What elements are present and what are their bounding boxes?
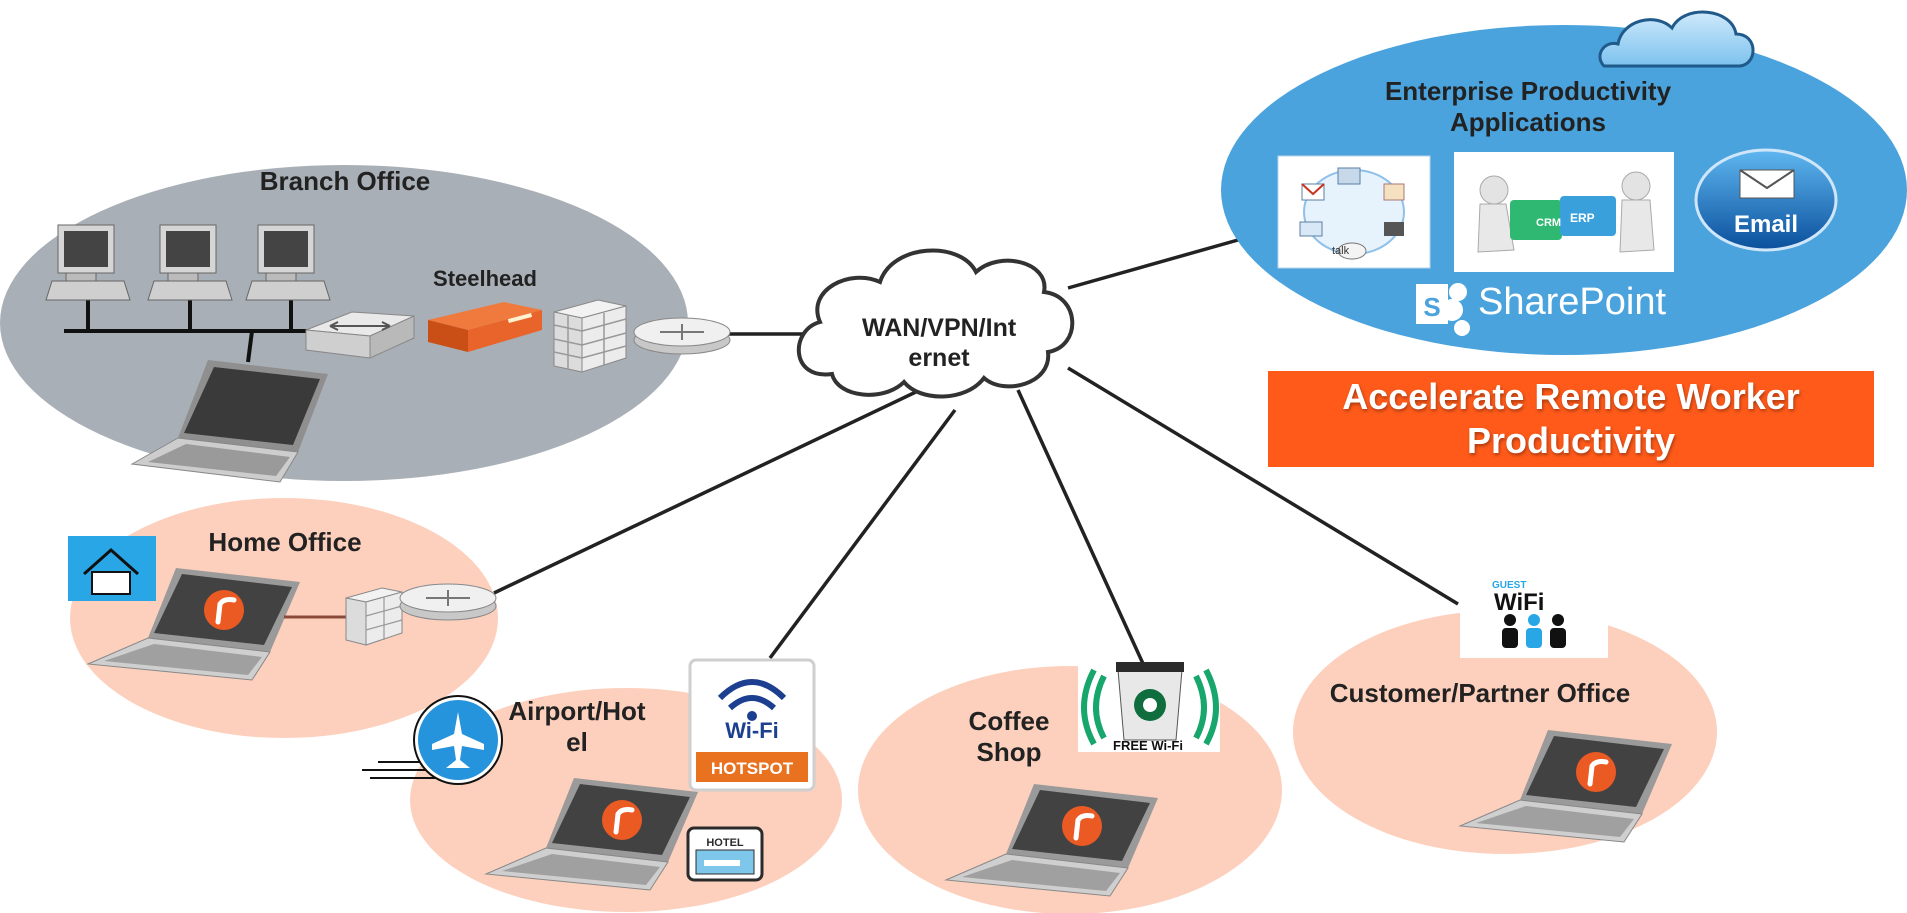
laptop-icon <box>130 360 328 483</box>
laptop-icon <box>86 568 300 681</box>
laptop-icon <box>1458 730 1672 843</box>
switch-icon <box>305 311 415 359</box>
gmail-apps-icon <box>1277 155 1431 269</box>
crm-erp-puzzle-icon <box>1454 152 1674 272</box>
hotspot-label: HOTSPOT <box>711 759 794 778</box>
link-coffee-wan <box>1016 389 1147 669</box>
desktop-icon <box>147 224 233 301</box>
free-wifi-label: FREE Wi-Fi <box>1113 738 1183 753</box>
guest-wifi-icon <box>1460 574 1608 658</box>
accelerate-banner: Accelerate Remote Worker Productivity <box>1268 371 1874 467</box>
firewall-icon <box>553 299 627 373</box>
laptop-icon <box>484 778 698 891</box>
steelhead-label: Steelhead <box>433 266 537 291</box>
router-icon <box>633 317 731 355</box>
router-icon <box>399 583 497 621</box>
desktop-icon <box>45 224 131 301</box>
airplane-icon <box>362 695 503 785</box>
email-label: Email <box>1734 211 1798 238</box>
link-home-wan <box>493 388 921 595</box>
hotel-icon <box>686 826 764 882</box>
network-links <box>493 236 1459 669</box>
home-office-label: Home Office <box>208 527 362 557</box>
sharepoint-icon <box>1416 283 1470 336</box>
wan-label: WAN/VPN/Int ernet <box>862 314 1017 372</box>
branch-lan-bus <box>64 296 322 363</box>
guest-wifi-label: WiFi <box>1494 589 1544 616</box>
email-icon <box>1694 148 1838 252</box>
wifi-hotspot-label: Wi-Fi <box>725 718 779 743</box>
coffee-cup-icon <box>1078 662 1220 752</box>
sharepoint-letter: S <box>1423 292 1440 322</box>
customer-partner-label: Customer/Partner Office <box>1329 678 1631 708</box>
cloud-icon <box>796 248 1075 399</box>
enterprise-apps-label: Enterprise Productivity Applications <box>1384 76 1672 138</box>
home-icon <box>68 536 156 601</box>
hotel-label: HOTEL <box>706 837 744 849</box>
sharepoint-label: SharePoint <box>1478 281 1666 323</box>
wifi-hotspot-icon <box>688 658 816 792</box>
airport-hotel-label: Airport/Hot el <box>508 696 646 758</box>
branch-office-label: Branch Office <box>259 166 431 196</box>
laptop-icon <box>944 784 1158 897</box>
coffee-shop-label: Coffee Shop <box>968 706 1050 768</box>
talk-badge: talk <box>1332 245 1350 257</box>
cloud-icon <box>1598 10 1755 68</box>
guest-label: GUEST <box>1492 580 1526 591</box>
link-wan-enterprise <box>1067 236 1246 290</box>
steelhead-appliance-icon <box>428 302 542 352</box>
link-airport-wan <box>768 408 957 660</box>
link-customer-wan <box>1067 366 1459 606</box>
crm-badge: CRM <box>1536 217 1561 229</box>
firewall-icon <box>345 587 403 646</box>
desktop-icon <box>245 224 331 301</box>
erp-badge: ERP <box>1570 211 1595 225</box>
